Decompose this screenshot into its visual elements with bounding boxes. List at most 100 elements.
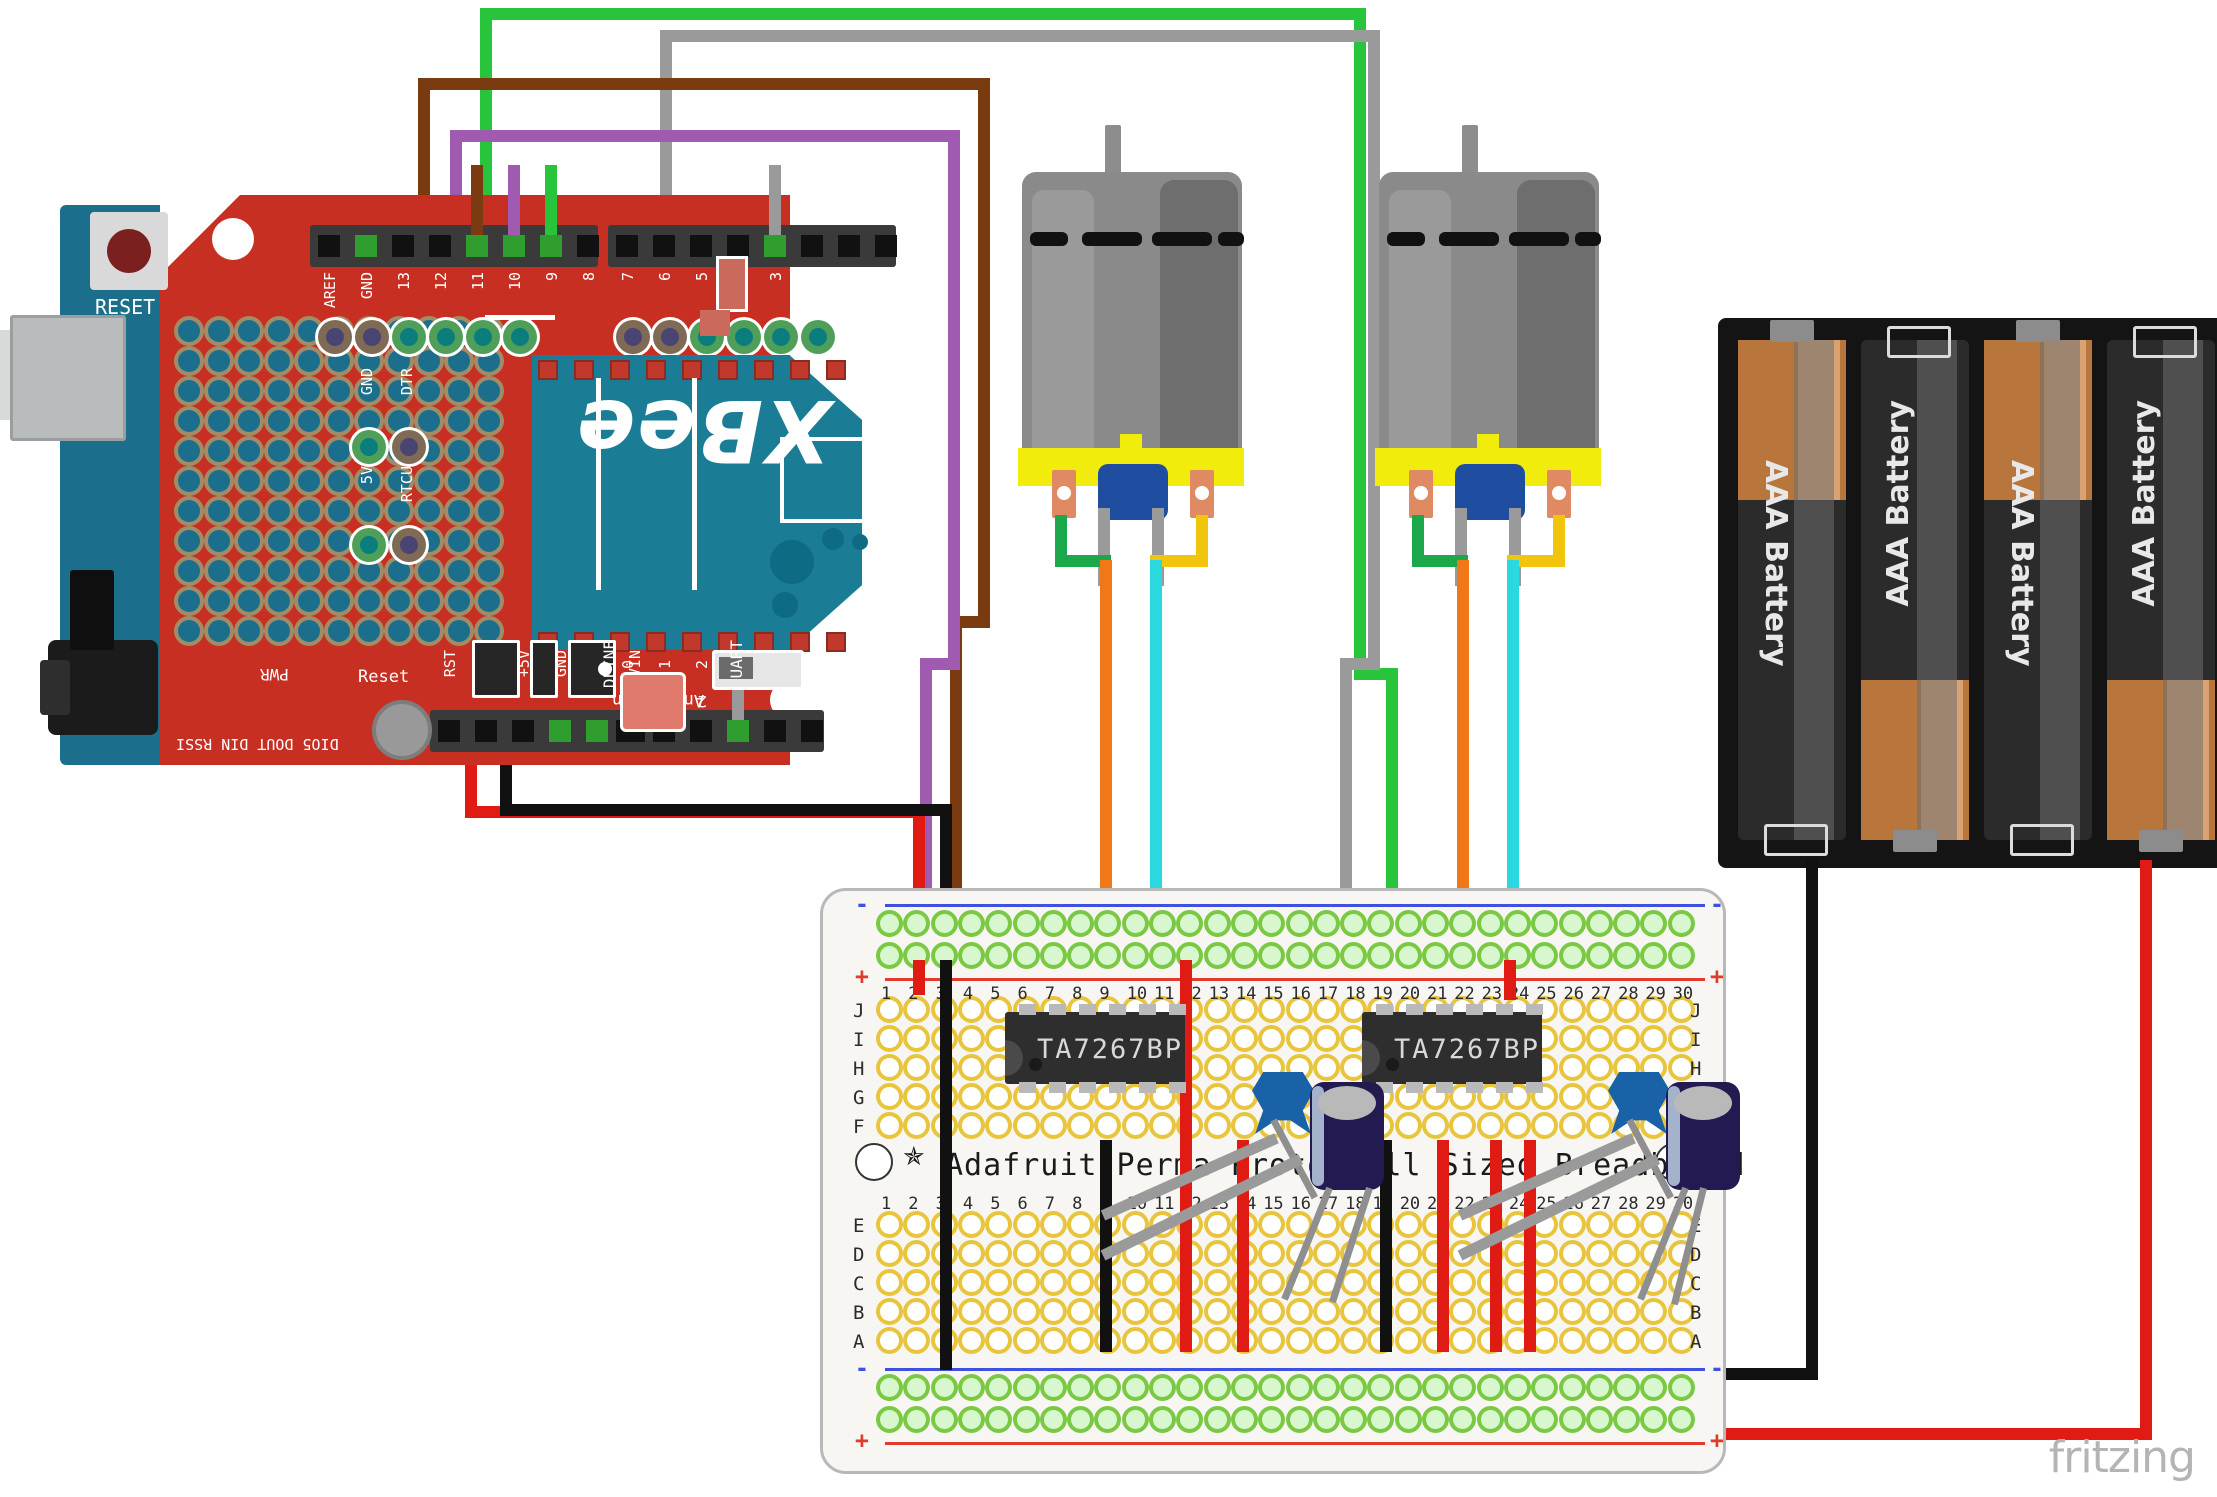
- breadboard-hole[interactable]: [1589, 1116, 1609, 1135]
- rail-hole[interactable]: [1426, 1378, 1445, 1397]
- breadboard-hole[interactable]: [1644, 1331, 1664, 1350]
- breadboard-hole[interactable]: [1016, 1116, 1036, 1135]
- breadboard-hole[interactable]: [1480, 1087, 1500, 1106]
- rail-hole[interactable]: [1480, 946, 1500, 965]
- rail-hole[interactable]: [1344, 946, 1364, 965]
- rail-hole[interactable]: [1098, 914, 1118, 933]
- breadboard-hole[interactable]: [1153, 1331, 1172, 1350]
- serial-select-switch[interactable]: [712, 650, 804, 690]
- breadboard-hole[interactable]: [1671, 1331, 1691, 1350]
- breadboard-hole[interactable]: [1617, 1215, 1637, 1234]
- rail-hole[interactable]: [1371, 914, 1391, 933]
- rail-hole[interactable]: [1453, 1410, 1473, 1429]
- breadboard-hole[interactable]: [989, 1244, 1009, 1263]
- breadboard-hole[interactable]: [1644, 1000, 1664, 1019]
- breadboard-hole[interactable]: [1453, 1215, 1473, 1234]
- breadboard-hole[interactable]: [1344, 1302, 1364, 1321]
- breadboard-hole[interactable]: [1617, 1244, 1637, 1263]
- rail-hole[interactable]: [1480, 1378, 1500, 1397]
- rail-hole[interactable]: [1535, 914, 1555, 933]
- breadboard-hole[interactable]: [1262, 1029, 1282, 1048]
- breadboard-hole[interactable]: [1316, 1331, 1336, 1350]
- rail-hole[interactable]: [1644, 914, 1664, 933]
- rail-hole[interactable]: [1589, 1410, 1609, 1429]
- breadboard-hole[interactable]: [989, 1029, 1009, 1048]
- breadboard-hole[interactable]: [1071, 1302, 1091, 1321]
- breadboard-hole[interactable]: [1043, 1273, 1063, 1292]
- rail-hole[interactable]: [1644, 1410, 1664, 1429]
- rail-hole[interactable]: [961, 1378, 981, 1397]
- breadboard-hole[interactable]: [989, 1000, 1009, 1019]
- breadboard-hole[interactable]: [1344, 1029, 1364, 1048]
- rail-hole[interactable]: [1234, 1378, 1254, 1397]
- breadboard-hole[interactable]: [961, 1000, 981, 1019]
- rail-hole[interactable]: [907, 914, 927, 933]
- breadboard-hole[interactable]: [880, 1029, 899, 1048]
- breadboard-hole[interactable]: [1507, 1331, 1527, 1350]
- header-pin-5[interactable]: [801, 720, 823, 742]
- header-pin-gnd[interactable]: [355, 235, 377, 257]
- rail-hole[interactable]: [1371, 946, 1391, 965]
- header-pin-3[interactable]: [764, 235, 786, 257]
- breadboard-hole[interactable]: [1071, 1116, 1091, 1135]
- rail-hole[interactable]: [1535, 946, 1555, 965]
- breadboard-hole[interactable]: [961, 1058, 981, 1077]
- rail-hole[interactable]: [1098, 1378, 1118, 1397]
- breadboard-hole[interactable]: [1016, 1331, 1036, 1350]
- shield-reset-button[interactable]: [372, 700, 432, 760]
- breadboard-hole[interactable]: [880, 1116, 899, 1135]
- header-pin-4[interactable]: [764, 720, 786, 742]
- breadboard-hole[interactable]: [961, 1029, 981, 1048]
- rail-hole[interactable]: [1125, 946, 1145, 965]
- rail-hole[interactable]: [1398, 946, 1418, 965]
- breadboard-hole[interactable]: [1344, 1273, 1364, 1292]
- breadboard-hole[interactable]: [1125, 1244, 1145, 1263]
- breadboard-hole[interactable]: [1562, 1116, 1582, 1135]
- breadboard-hole[interactable]: [1207, 1331, 1227, 1350]
- rail-hole[interactable]: [1016, 1378, 1036, 1397]
- breadboard-hole[interactable]: [1234, 1058, 1254, 1077]
- breadboard-hole[interactable]: [1644, 1029, 1664, 1048]
- breadboard-hole[interactable]: [1671, 1000, 1691, 1019]
- rail-hole[interactable]: [1071, 1410, 1091, 1429]
- rail-hole[interactable]: [1344, 1378, 1364, 1397]
- breadboard-hole[interactable]: [1316, 1244, 1336, 1263]
- rail-hole[interactable]: [1426, 1410, 1445, 1429]
- header-pin-7[interactable]: [616, 235, 638, 257]
- breadboard-hole[interactable]: [1043, 1116, 1063, 1135]
- breadboard-hole[interactable]: [1125, 1273, 1145, 1292]
- breadboard-hole[interactable]: [1289, 1331, 1309, 1350]
- rail-hole[interactable]: [1098, 1410, 1118, 1429]
- breadboard-hole[interactable]: [907, 1087, 927, 1106]
- rail-hole[interactable]: [907, 1410, 927, 1429]
- rail-hole[interactable]: [1234, 914, 1254, 933]
- breadboard-hole[interactable]: [1207, 1273, 1227, 1292]
- breadboard-hole[interactable]: [989, 1116, 1009, 1135]
- breadboard-hole[interactable]: [1589, 1331, 1609, 1350]
- rail-hole[interactable]: [1671, 1410, 1691, 1429]
- breadboard-hole[interactable]: [880, 1000, 899, 1019]
- breadboard-hole[interactable]: [989, 1302, 1009, 1321]
- rail-hole[interactable]: [1071, 1378, 1091, 1397]
- rail-hole[interactable]: [1262, 1410, 1282, 1429]
- breadboard-hole[interactable]: [1617, 1029, 1637, 1048]
- rail-hole[interactable]: [1398, 1410, 1418, 1429]
- rail-hole[interactable]: [1398, 1378, 1418, 1397]
- rail-hole[interactable]: [1071, 946, 1091, 965]
- breadboard-hole[interactable]: [907, 1302, 927, 1321]
- rail-hole[interactable]: [1043, 1410, 1063, 1429]
- breadboard-hole[interactable]: [880, 1058, 899, 1077]
- rail-hole[interactable]: [1589, 946, 1609, 965]
- breadboard-hole[interactable]: [961, 1331, 981, 1350]
- breadboard-hole[interactable]: [1589, 1215, 1609, 1234]
- breadboard-hole[interactable]: [1562, 1331, 1582, 1350]
- breadboard-hole[interactable]: [1589, 1302, 1609, 1321]
- rail-hole[interactable]: [1589, 914, 1609, 933]
- rail-hole[interactable]: [880, 946, 899, 965]
- breadboard-hole[interactable]: [1043, 1331, 1063, 1350]
- breadboard-hole[interactable]: [1016, 1302, 1036, 1321]
- breadboard-hole[interactable]: [907, 1273, 927, 1292]
- rail-hole[interactable]: [1180, 1410, 1200, 1429]
- breadboard-hole[interactable]: [1589, 1058, 1609, 1077]
- breadboard-hole[interactable]: [1043, 1215, 1063, 1234]
